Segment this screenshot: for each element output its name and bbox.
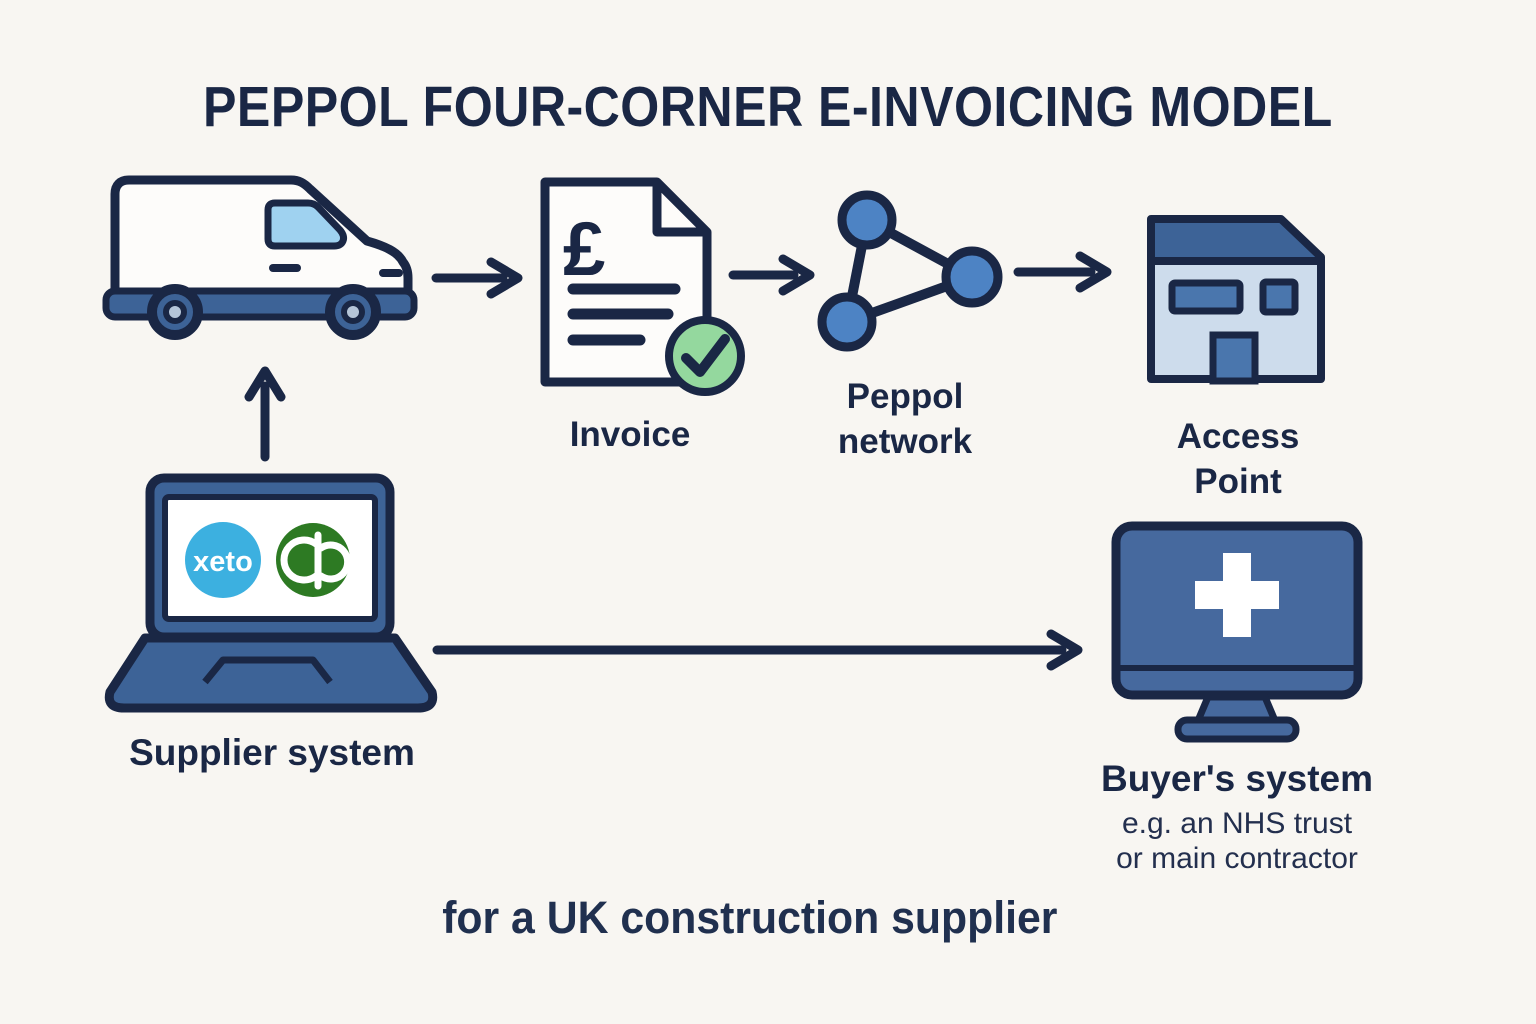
laptop-trackpad-notch — [202, 656, 333, 685]
arrow-supplier-to-van — [244, 366, 286, 462]
arrow-van-to-invoice — [431, 257, 523, 299]
nhs-cross — [1195, 553, 1279, 637]
supplier-system-label: Supplier system — [129, 732, 415, 773]
van-rear-wheel — [147, 284, 203, 340]
arrow-network-to-access-point — [1013, 251, 1112, 293]
arrow-supplier-to-buyer — [432, 629, 1083, 671]
buyer-sublabel-line1: e.g. an NHS trust — [1121, 807, 1353, 840]
arrow-invoice-to-network — [728, 254, 815, 296]
buyer-system-label: Buyer's system — [1100, 758, 1374, 799]
van-front-wheel — [325, 284, 381, 340]
invoice-label: Invoice — [569, 415, 691, 454]
document-fold-corner — [652, 182, 707, 237]
laptop-base — [104, 633, 438, 713]
xero-logo-text: xeto — [193, 546, 253, 578]
approved-check-badge — [665, 316, 745, 396]
monitor-health-cross-icon — [1111, 521, 1363, 743]
van-window — [264, 199, 348, 250]
footer-caption: for a UK construction supplier — [0, 892, 1500, 944]
building-door — [1209, 331, 1259, 385]
building-roof — [1147, 215, 1325, 265]
monitor-base — [1174, 716, 1300, 743]
building-icon — [1147, 215, 1325, 385]
diagram-title: PEPPOL FOUR-CORNER E-INVOICING MODEL — [0, 74, 1536, 140]
diagram-title-text: PEPPOL FOUR-CORNER E-INVOICING MODEL — [203, 75, 1333, 139]
peppol-network-label: Peppol network — [837, 377, 973, 461]
building-window-small — [1259, 278, 1299, 316]
footer-caption-text: for a UK construction supplier — [442, 892, 1058, 943]
access-point-label: Access Point — [1176, 417, 1300, 501]
quickbooks-logo — [276, 523, 352, 597]
connected-nodes-icon — [817, 190, 1003, 352]
xero-logo: xeto — [185, 522, 261, 598]
laptop-icon: xeto — [104, 473, 438, 713]
buyer-system-sublabel: e.g. an NHS trust or main contractor — [1092, 806, 1382, 876]
buyer-sublabel-line2: or main contractor — [1116, 842, 1358, 875]
building-window-wide — [1168, 279, 1244, 315]
pound-currency-symbol: £ — [563, 207, 605, 292]
delivery-van-icon — [102, 175, 418, 340]
invoice-document-check-icon: £ — [540, 177, 745, 396]
